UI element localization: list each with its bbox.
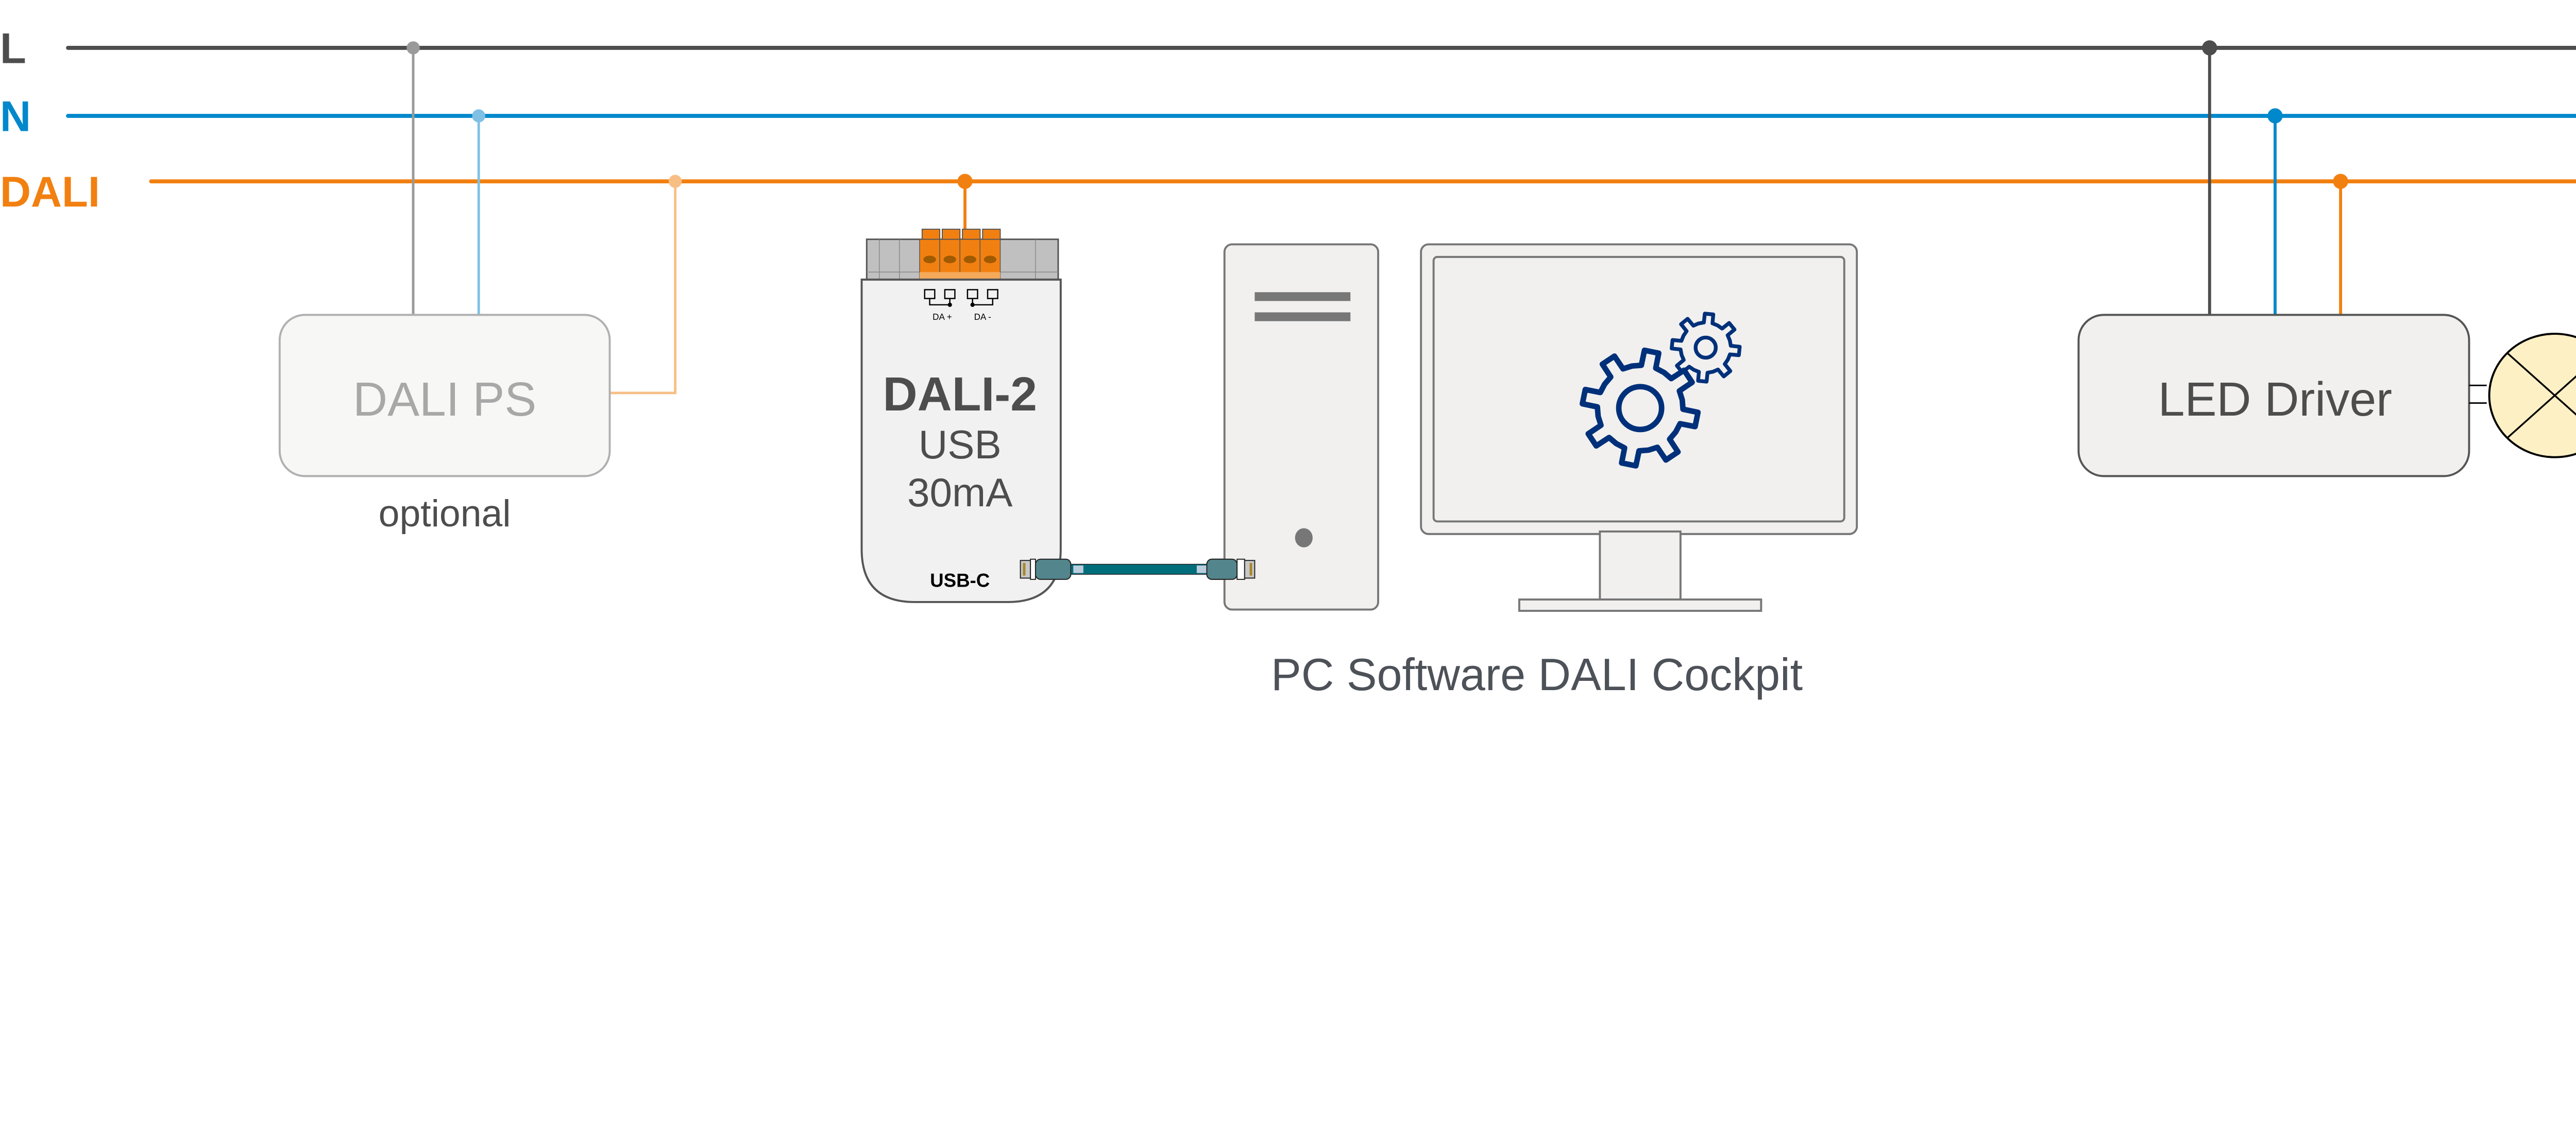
monitor-stand	[1518, 598, 1762, 612]
dali-ps-dali-junction	[668, 175, 682, 188]
led-driver-dali-junction	[2333, 174, 2348, 189]
dali-usb-interface: DA + DA - DALI-2 USB 30mA USB-C	[860, 174, 1062, 603]
drive-bay-2	[1255, 312, 1351, 321]
usb-interface-title: DALI-2	[883, 367, 1037, 421]
dali-ps-group: DALI PS optional	[278, 41, 682, 535]
dali-ps-label: DALI PS	[353, 372, 536, 426]
terminal-schematic-icon	[924, 289, 998, 307]
lamp-icon[interactable]	[2488, 333, 2576, 458]
usb-interface-line2: 30mA	[907, 470, 1013, 515]
gears-icon	[1580, 312, 1742, 469]
usb-interface-dali-junction	[957, 174, 973, 189]
dali-ps-box[interactable]	[278, 314, 611, 477]
dali-ps-l-junction	[406, 41, 420, 55]
terminal-block	[866, 229, 1059, 281]
pc-tower[interactable]	[1223, 243, 1379, 611]
led-driver-l-junction	[2202, 40, 2217, 56]
usb-plug-left-body	[1035, 558, 1072, 580]
n-label-left: N	[0, 92, 31, 140]
usb-c-port-label: USB-C	[930, 570, 990, 591]
l-label-left: L	[0, 24, 26, 72]
monitor-neck	[1599, 530, 1682, 601]
power-button-icon	[1295, 528, 1313, 547]
pc-monitor[interactable]	[1420, 243, 1858, 612]
led-driver-label: LED Driver	[2158, 372, 2392, 426]
terminal-da-plus-label: DA +	[933, 312, 952, 322]
dali-label-left: DALI	[0, 168, 100, 216]
dali-ps-dali-wire	[609, 181, 677, 395]
bus-lines	[66, 46, 2576, 184]
dali-ps-n-junction	[472, 109, 485, 123]
usb-plug-at-pc	[1206, 558, 1256, 580]
usb-cable-wire	[1070, 563, 1210, 575]
dali-ps-optional-note: optional	[379, 492, 511, 535]
led-driver-n-junction	[2267, 108, 2283, 124]
drive-bay-1	[1255, 292, 1351, 301]
led-driver-box[interactable]	[2077, 314, 2470, 477]
pc-software-caption: PC Software DALI Cockpit	[1271, 649, 1803, 700]
terminal-da-minus-label: DA -	[974, 312, 991, 322]
led-driver-group: LED Driver	[2077, 40, 2576, 477]
usb-interface-line1: USB	[919, 422, 1002, 467]
